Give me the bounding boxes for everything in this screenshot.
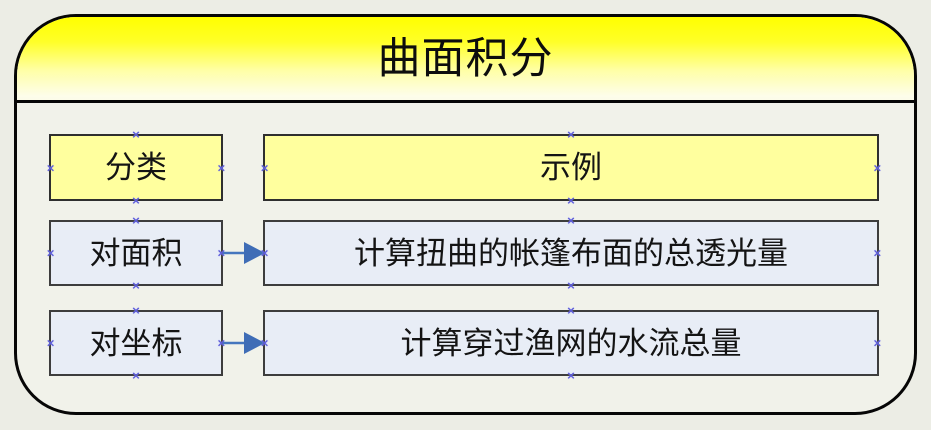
category-label-area: 对面积 <box>89 235 183 271</box>
page-title: 曲面积分 <box>377 36 554 83</box>
title-banner[interactable]: 曲面积分 <box>17 17 914 103</box>
category-header-box[interactable]: 分类 ×××× <box>46 129 226 206</box>
connector-arrow-row2[interactable] <box>222 330 266 356</box>
category-label-coordinate: 对坐标 <box>89 325 183 361</box>
connector-arrow-row1[interactable] <box>222 240 266 266</box>
category-box-coordinate[interactable]: 对坐标 ×××× <box>46 305 226 381</box>
category-box-area[interactable]: 对面积 ×××× <box>46 215 226 291</box>
example-box-coordinate[interactable]: 计算穿过渔网的水流总量 ×××× <box>260 305 882 381</box>
example-label-area: 计算扭曲的帐篷布面的总透光量 <box>354 235 788 271</box>
example-header-label: 示例 <box>540 150 602 185</box>
example-box-area[interactable]: 计算扭曲的帐篷布面的总透光量 ×××× <box>260 215 882 291</box>
category-header-label: 分类 <box>105 150 167 185</box>
example-label-coordinate: 计算穿过渔网的水流总量 <box>400 325 742 361</box>
example-header-box[interactable]: 示例 ×××× <box>260 129 882 206</box>
